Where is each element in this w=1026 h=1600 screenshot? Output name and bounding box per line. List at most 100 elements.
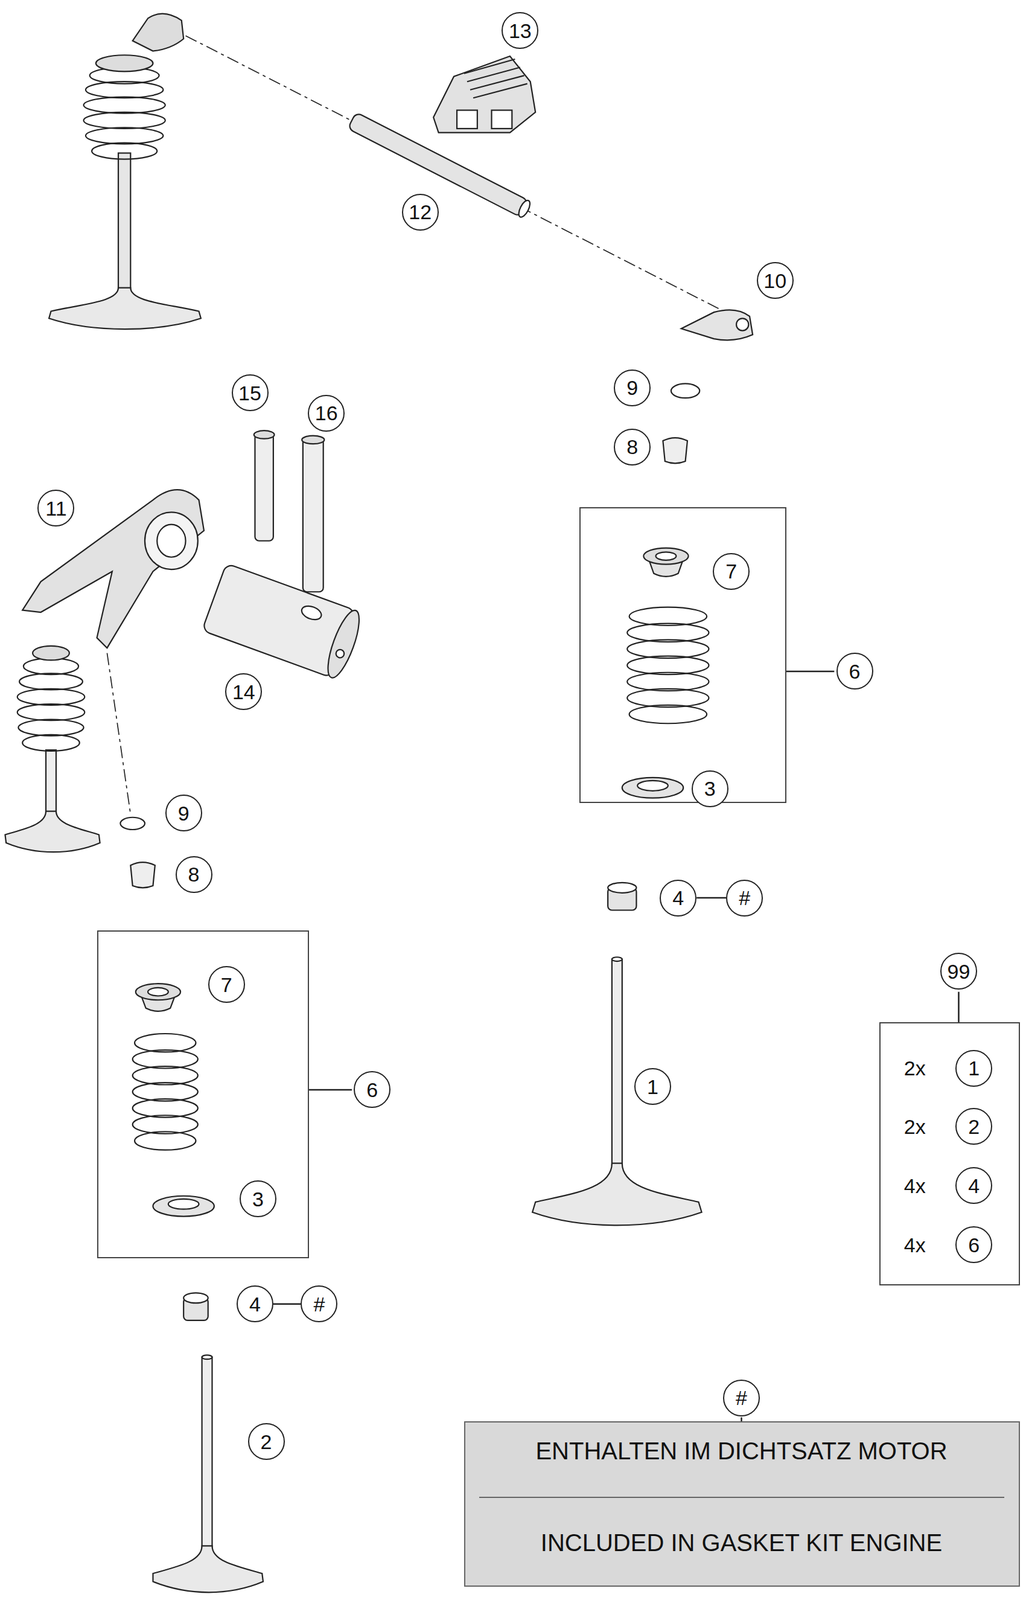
callout-number: 4: [968, 1175, 980, 1196]
valve-assembly-left-shape-shape: [17, 703, 86, 721]
valve-spring-shape: [627, 656, 709, 675]
valve-spring-shape: [627, 623, 709, 642]
callout-number: 2: [260, 1430, 273, 1452]
note-box: #ENTHALTEN IM DICHTSATZ MOTORINCLUDED IN…: [464, 1420, 1020, 1587]
spring-retainer-shape: [656, 551, 677, 561]
dash-dot-axis-left: [106, 653, 131, 815]
valve-shape: [611, 956, 623, 961]
valve-spring-left-shape: [134, 1033, 196, 1052]
callout-number: 2: [968, 1115, 980, 1137]
valve-assembly-left-shape: [32, 645, 70, 661]
rocker-pin-shape: [302, 438, 324, 593]
valve-spring-left-shape: [132, 1065, 198, 1084]
guide-block-shape: [464, 59, 528, 98]
separator-line: [479, 1496, 1005, 1498]
valve-left-shape: [202, 1356, 213, 1548]
heading-leader-line-shape: [786, 670, 835, 673]
callout-number: 1: [968, 1057, 980, 1078]
callout-circle: 3: [239, 1179, 277, 1217]
note-text: ENTHALTEN IM DICHTSATZ MOTOR: [535, 1438, 947, 1463]
dash-dot-axis: [185, 35, 750, 325]
valve-left-shape: [202, 1354, 213, 1359]
quantity-text: 4x: [904, 1234, 926, 1255]
callout-number: 12: [408, 201, 432, 223]
rocker-shaft-large-shape: [334, 648, 346, 659]
callout-number: #: [738, 887, 751, 908]
callout-number: 8: [626, 436, 638, 457]
callout-circle: 3: [691, 770, 729, 807]
valve-stem-seal-left: [183, 1292, 209, 1320]
callout-number: 4: [249, 1293, 261, 1314]
valve-keeper-shape: [662, 437, 688, 463]
valve-assembly-top-shape-shape: [91, 143, 157, 160]
callout-number: 4: [672, 887, 684, 908]
callout-number: 16: [315, 402, 338, 424]
valve-spring-shape: [629, 704, 707, 724]
valve-assembly-top: [48, 13, 201, 329]
callout-circle: 10: [756, 261, 794, 299]
rocker-pin-shape: [254, 430, 275, 439]
callout-number: 9: [626, 377, 638, 398]
spring-retainer: [643, 548, 689, 577]
valve-assembly-left-shape: [17, 657, 86, 751]
callout-circle: 9: [613, 369, 651, 407]
parts-group-box: 673: [579, 506, 787, 803]
callout-circle: 6: [955, 1225, 993, 1263]
valve-left: [152, 1354, 264, 1592]
rocker-pin-shape: [254, 433, 273, 541]
rocker-pin-shape: [301, 435, 325, 445]
callout-circle: 7: [712, 552, 750, 590]
callout-number: 15: [238, 382, 262, 404]
valve-stem-seal-left-shape: [183, 1292, 209, 1303]
valve-assembly-left-shape-shape: [22, 734, 80, 751]
callout-number: 1: [646, 1076, 659, 1097]
quantity-text: 2x: [904, 1057, 926, 1078]
valve-spring-left-shape: [132, 1082, 198, 1101]
valve-assembly-top-shape-shape: [83, 97, 166, 114]
valve-assembly-left-shape-shape: [17, 688, 86, 705]
rocker-arm-small-shape: [681, 309, 753, 340]
callout-number: 99: [940, 952, 978, 990]
callout-circle: 8: [175, 855, 213, 893]
valve-spring-left-shape: [132, 1114, 198, 1133]
dash-dot-axis-left-shape: [106, 653, 131, 815]
guide-block: [433, 56, 536, 133]
spring-retainer-left-shape: [135, 983, 181, 1000]
guide-block-shape: [456, 110, 478, 129]
valve-left-shape: [152, 1545, 264, 1592]
callout-circle: 11: [37, 489, 75, 527]
callout-circle: 1: [634, 1067, 672, 1105]
dash-dot-axis-shape: [185, 35, 750, 325]
valve-stem-seal-shape: [607, 882, 637, 893]
callout-circle: 4: [236, 1284, 274, 1322]
parts-group-box: 673: [97, 930, 310, 1258]
callout-circle: 2: [955, 1107, 993, 1145]
callout-number: 10: [763, 270, 787, 291]
valve-spring-shape: [627, 639, 709, 658]
rocker-shaft-large: [202, 563, 366, 681]
callout-circle: 4: [659, 879, 697, 917]
callout-circle: #: [726, 879, 763, 917]
valve-shim-left-shape: [120, 817, 145, 830]
rocker-pin: [254, 430, 325, 592]
callout-circle: 8: [613, 428, 651, 466]
valve-shape: [611, 959, 623, 1165]
valve-assembly-top-shape: [48, 287, 201, 329]
callout-circle: 16: [307, 394, 345, 432]
valve-assembly-left-shape: [4, 811, 100, 853]
callout-circle: 13: [501, 12, 539, 49]
callout-circle: 1: [955, 1049, 993, 1087]
valve-assembly-top-shape-shape: [83, 112, 166, 129]
spring-seat-shape: [622, 777, 684, 798]
callout-number: 6: [353, 1070, 391, 1108]
guide-block-shape: [433, 56, 536, 133]
callout-circle: #: [300, 1284, 338, 1322]
callout-number: 3: [704, 777, 716, 799]
rocker-shaft-large-shape: [321, 606, 366, 681]
rocker-arm-shape: [22, 489, 204, 648]
valve: [532, 956, 702, 1225]
note-text: INCLUDED IN GASKET KIT ENGINE: [540, 1529, 943, 1555]
valve-assembly-top-shape: [132, 13, 184, 52]
